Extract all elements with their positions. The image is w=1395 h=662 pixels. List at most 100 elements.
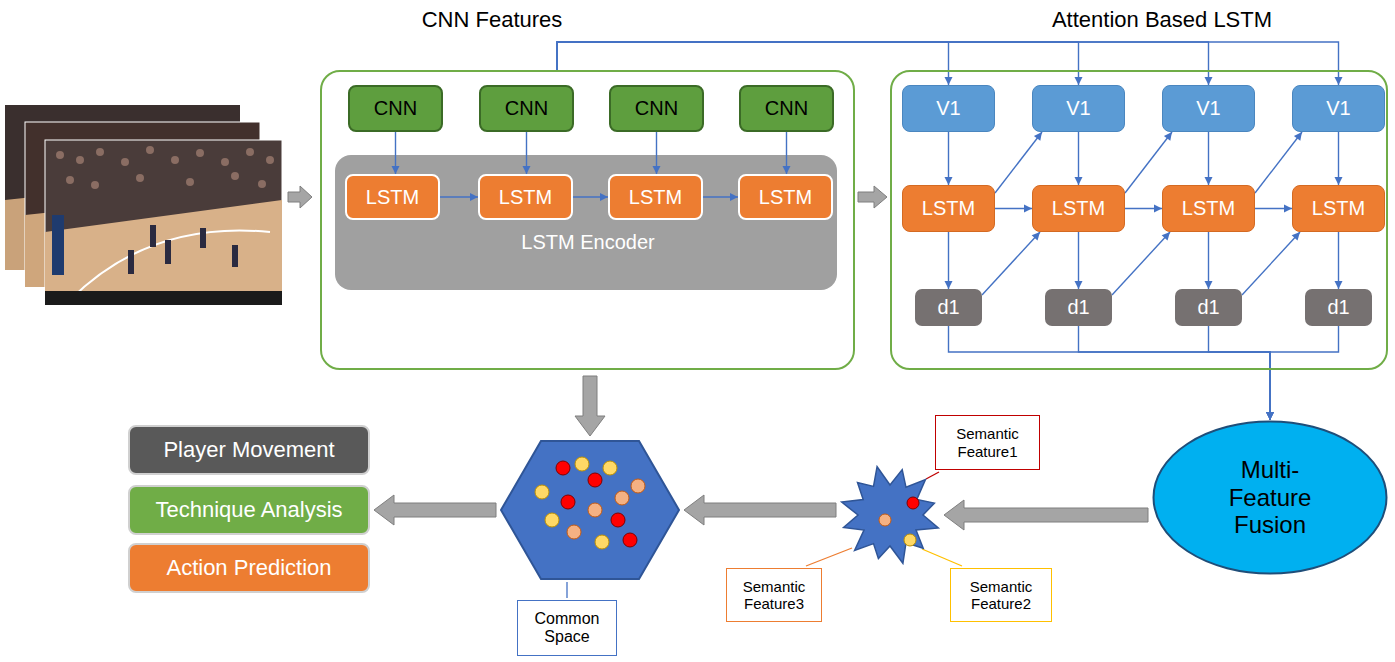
connector <box>995 132 1042 193</box>
arrow-head <box>523 166 531 174</box>
lstm-box: LSTM <box>738 174 833 220</box>
connector <box>703 193 738 201</box>
box-label: LSTM <box>366 186 419 209</box>
box-label: CNN <box>635 97 678 120</box>
connector <box>684 495 836 525</box>
feature-dot <box>631 479 645 493</box>
cnn-box: CNN <box>609 85 704 132</box>
connector <box>982 232 1040 295</box>
connector <box>1112 232 1170 295</box>
connector <box>995 205 1032 213</box>
connector <box>945 132 953 185</box>
box-label: Technique Analysis <box>155 497 342 522</box>
box-label: LSTM <box>629 186 682 209</box>
connector <box>374 495 496 525</box>
connector <box>392 132 400 174</box>
box-label: LSTM <box>922 197 975 220</box>
arrow-head <box>1205 177 1213 185</box>
feature-dot <box>545 513 559 527</box>
feature-dot <box>879 514 891 526</box>
lstm-box: LSTM <box>1162 185 1255 232</box>
output-box: d1 <box>1045 289 1112 326</box>
connector-line <box>948 232 949 289</box>
output-box: d1 <box>1305 289 1372 326</box>
lstm-box: LSTM <box>608 174 703 220</box>
arrow-head <box>1164 132 1172 141</box>
output-box: d1 <box>1175 289 1242 326</box>
connector <box>1255 132 1302 193</box>
attention-box: V1 <box>1162 85 1255 132</box>
box-label: LSTM <box>499 186 552 209</box>
arrow-head <box>1154 205 1162 213</box>
connector <box>1335 232 1343 289</box>
task-box: Action Prediction <box>128 543 370 593</box>
cnn-box: CNN <box>479 85 574 132</box>
lstm-box: LSTM <box>1032 185 1125 232</box>
cnn-box: CNN <box>739 85 834 132</box>
arrow-head <box>1335 177 1343 185</box>
lstm-box: LSTM <box>1292 185 1385 232</box>
feature-dot <box>595 535 609 549</box>
feature-dot <box>535 485 549 499</box>
box-label: CNN <box>374 97 417 120</box>
callout-label: Semantic Feature1 <box>935 415 1040 470</box>
connector <box>653 132 661 174</box>
arrow-head <box>945 77 953 85</box>
connector <box>944 500 1148 530</box>
arrow-head <box>1075 177 1083 185</box>
task-box: Player Movement <box>128 425 370 475</box>
scoreboard-bar <box>45 291 282 305</box>
connector-line <box>1255 132 1302 193</box>
connector-line <box>1125 132 1172 193</box>
feature-dot <box>904 534 916 546</box>
arrow-head <box>730 193 738 201</box>
lstm-box: LSTM <box>345 174 440 220</box>
box-label: CNN <box>765 97 808 120</box>
arrow-head <box>1205 281 1213 289</box>
arrow-head <box>1162 232 1170 241</box>
block-arrow <box>575 376 605 436</box>
arrow-head <box>1266 412 1274 420</box>
connector <box>1125 205 1162 213</box>
connector-line <box>949 326 1271 420</box>
arrow-head <box>945 281 953 289</box>
lstm-box: LSTM <box>478 174 573 220</box>
shape-outline <box>500 440 680 580</box>
court-front <box>45 200 282 305</box>
box-label: V1 <box>1196 97 1220 120</box>
output-box: d1 <box>915 289 982 326</box>
feature-dot <box>556 461 570 475</box>
connector <box>1075 132 1083 185</box>
panel: Attention Based LSTMV1V1V1V1LSTMLSTMLSTM… <box>890 70 1388 370</box>
arrow-head <box>1335 281 1343 289</box>
block-arrow <box>944 500 1148 530</box>
arrow-head <box>1294 132 1302 141</box>
box-label: LSTM <box>759 186 812 209</box>
callout-label: Semantic Feature2 <box>950 568 1052 622</box>
arrow-head <box>1032 232 1040 241</box>
connector <box>949 326 1275 420</box>
feature-dot <box>611 513 625 527</box>
connector <box>557 42 1083 85</box>
box-label: Action Prediction <box>166 555 331 580</box>
connector <box>1125 132 1172 193</box>
connector <box>1075 232 1083 289</box>
connector-line <box>1338 232 1339 289</box>
connector-line <box>557 42 1209 85</box>
arrow-head <box>1266 412 1274 420</box>
arrow-head <box>1266 412 1274 420</box>
connector-line <box>1112 232 1170 295</box>
connector <box>1335 132 1343 185</box>
box-label: LSTM <box>1312 197 1365 220</box>
connector-line <box>1079 326 1271 420</box>
connector-line <box>1208 232 1209 289</box>
arrow-head <box>1034 132 1042 141</box>
leader-line <box>922 549 962 566</box>
connector-line <box>557 42 949 85</box>
box-label: LSTM <box>1052 197 1105 220</box>
panel-heading: CNN Features <box>422 7 563 32</box>
ellipse-shape <box>1154 422 1387 574</box>
box-label: d1 <box>1067 296 1089 319</box>
cnn-box: CNN <box>348 85 443 132</box>
